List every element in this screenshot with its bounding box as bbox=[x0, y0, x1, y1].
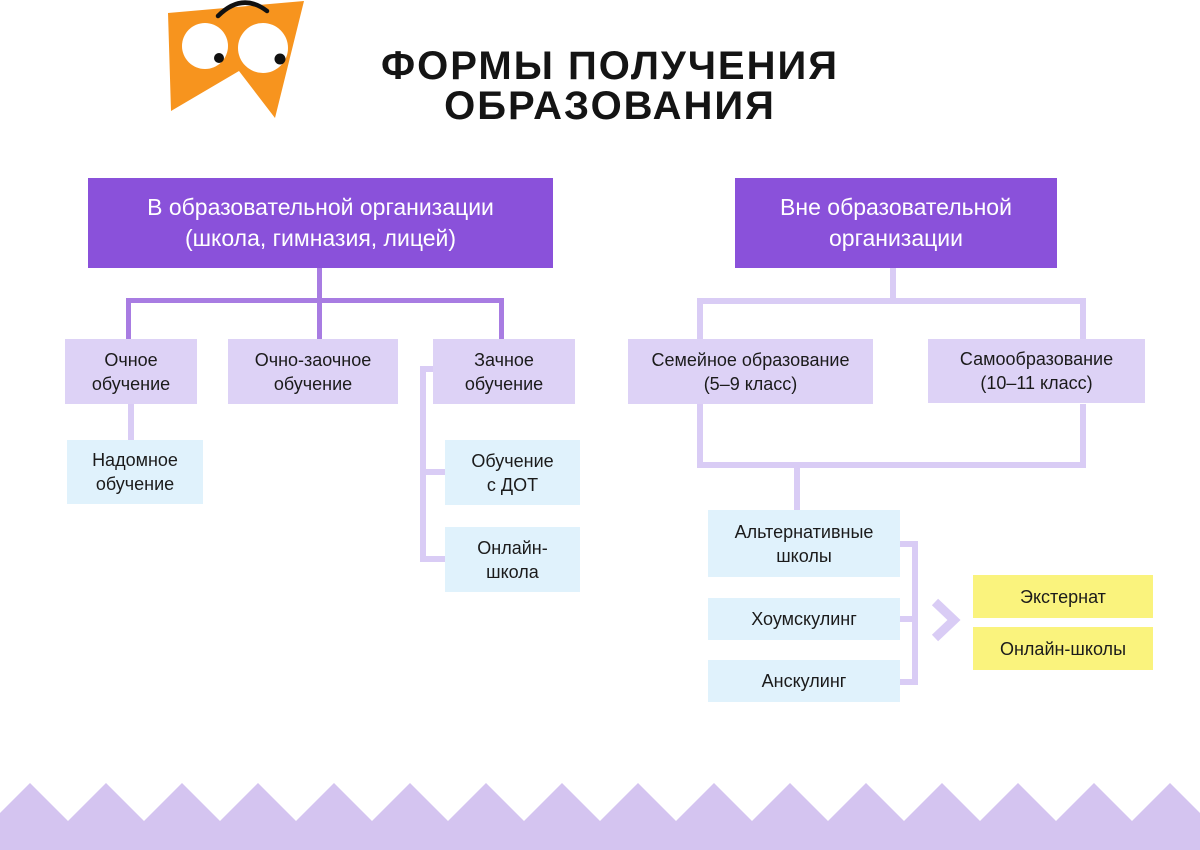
node-family-education: Семейное образование (5–9 класс) bbox=[628, 339, 873, 404]
connector-left-horizontal bbox=[126, 298, 504, 303]
node-online-school: Онлайн- школа bbox=[445, 527, 580, 592]
connector-outcome-bracket-vertical bbox=[912, 541, 918, 685]
connector-distance-bracket-stub-bottom bbox=[420, 556, 446, 562]
node-dot-learning: Обучение с ДОТ bbox=[445, 440, 580, 505]
connector-left-drop-1 bbox=[126, 298, 131, 339]
node-self-education: Самообразование (10–11 класс) bbox=[928, 339, 1145, 403]
node-online-schools: Онлайн-школы bbox=[973, 627, 1153, 670]
connector-home-based-link bbox=[128, 404, 134, 440]
connector-distance-bracket-vertical bbox=[420, 366, 426, 562]
connector-right-horizontal-bottom bbox=[697, 462, 1086, 468]
node-homeschooling: Хоумскулинг bbox=[708, 598, 900, 640]
node-full-time: Очное обучение bbox=[65, 339, 197, 404]
node-alternative-schools: Альтернативные школы bbox=[708, 510, 900, 577]
node-home-based: Надомное обучение bbox=[67, 440, 203, 504]
fox-pupil-right bbox=[274, 53, 286, 65]
node-outside-organization: Вне образовательной организации bbox=[735, 178, 1057, 268]
connector-left-root-vertical bbox=[317, 268, 322, 339]
node-unschooling: Анскулинг bbox=[708, 660, 900, 702]
connector-left-drop-3 bbox=[499, 298, 504, 339]
connector-right-root-vertical bbox=[890, 268, 896, 304]
node-part-time: Очно-заочное обучение bbox=[228, 339, 398, 404]
connector-right-horizontal-top bbox=[697, 298, 1086, 304]
connector-outcome-bracket-stub-2 bbox=[900, 616, 918, 622]
node-in-organization: В образовательной организации (школа, ги… bbox=[88, 178, 553, 268]
connector-right-left-drop-b bbox=[697, 404, 703, 468]
title-line-1: ФОРМЫ ПОЛУЧЕНИЯ bbox=[381, 44, 839, 88]
page-title: ФОРМЫ ПОЛУЧЕНИЯ ОБРАЗОВАНИЯ bbox=[300, 46, 920, 126]
connector-distance-bracket-stub-top bbox=[420, 366, 434, 372]
connector-right-right-drop-a bbox=[1080, 298, 1086, 339]
connector-right-right-drop-b bbox=[1080, 404, 1086, 468]
node-externship: Экстернат bbox=[973, 575, 1153, 618]
title-line-2: ОБРАЗОВАНИЯ bbox=[444, 84, 776, 128]
connector-distance-bracket-stub-mid bbox=[420, 469, 446, 475]
fox-logo bbox=[168, 0, 304, 118]
node-distance: Зачное обучение bbox=[433, 339, 575, 404]
connector-alternative-drop bbox=[794, 462, 800, 510]
connector-outcome-bracket-stub-3 bbox=[900, 679, 918, 685]
connector-right-left-drop-a bbox=[697, 298, 703, 339]
chevron-right-icon bbox=[931, 598, 961, 642]
connector-outcome-bracket-stub-1 bbox=[900, 541, 918, 547]
fox-brow bbox=[215, 0, 270, 19]
fox-pupil-left bbox=[214, 53, 224, 63]
